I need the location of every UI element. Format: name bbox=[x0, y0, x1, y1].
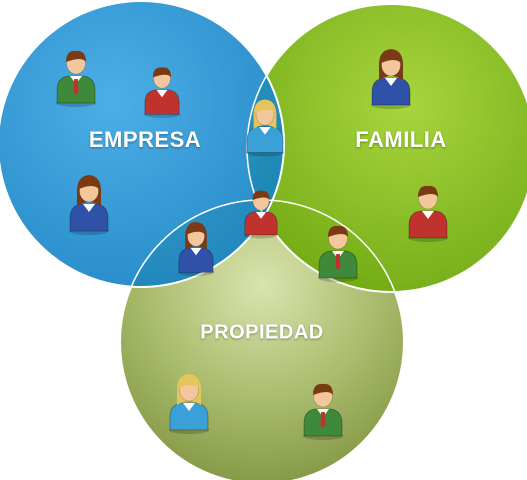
label-familia: FAMILIA bbox=[355, 127, 447, 152]
people-layer bbox=[56, 49, 448, 440]
person-icon bbox=[56, 50, 96, 107]
person-icon bbox=[408, 185, 448, 242]
person-icon bbox=[69, 175, 109, 235]
label-propiedad: PROPIEDAD bbox=[200, 321, 324, 344]
person-icon bbox=[246, 99, 284, 157]
label-empresa: EMPRESA bbox=[88, 127, 202, 152]
person-icon bbox=[371, 49, 411, 109]
person-icon bbox=[169, 374, 209, 434]
person-icon bbox=[178, 221, 214, 276]
person-icon bbox=[318, 225, 358, 282]
person-icon bbox=[144, 67, 180, 118]
person-icon bbox=[244, 190, 278, 239]
person-icon bbox=[303, 383, 343, 440]
